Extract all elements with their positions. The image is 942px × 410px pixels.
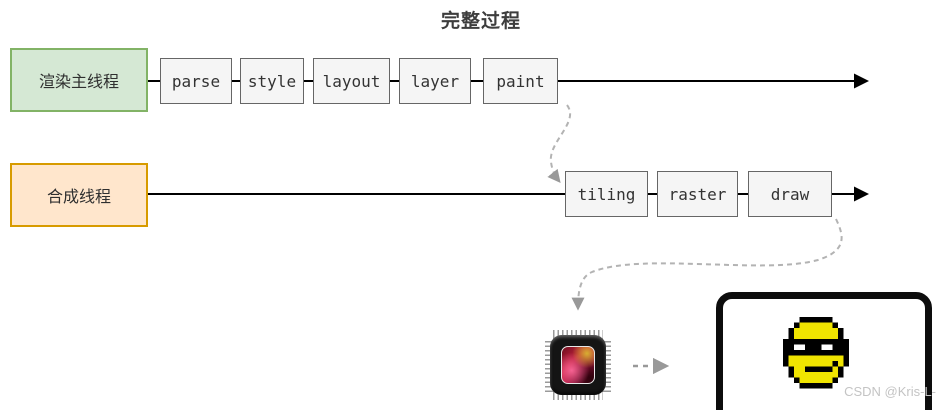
step-box-layout: layout: [313, 58, 390, 104]
lane-label-render-main-thread: 渲染主线程: [10, 48, 148, 112]
step-box-tiling: tiling: [565, 171, 648, 217]
step-box-parse: parse: [160, 58, 232, 104]
watermark-text: CSDN @Kris-L-: [844, 384, 936, 399]
step-box-layer: layer: [399, 58, 471, 104]
gpu-chip-body: [550, 335, 606, 395]
display-monitor-icon: [716, 292, 932, 410]
step-box-paint: paint: [483, 58, 558, 104]
gpu-chip-artwork: [561, 346, 595, 384]
lane-label-compositor-thread: 合成线程: [10, 163, 148, 227]
step-box-raster: raster: [657, 171, 738, 217]
step-box-style: style: [240, 58, 304, 104]
draw-to-gpu-dashed-arrow: [571, 218, 843, 311]
diagram-title: 完整过程: [440, 11, 521, 32]
step-box-draw: draw: [748, 171, 832, 217]
cool-smiley-sunglasses-icon: [783, 317, 849, 389]
paint-to-tiling-dashed-arrow: [547, 104, 571, 184]
gpu-chip-icon: [545, 330, 611, 400]
